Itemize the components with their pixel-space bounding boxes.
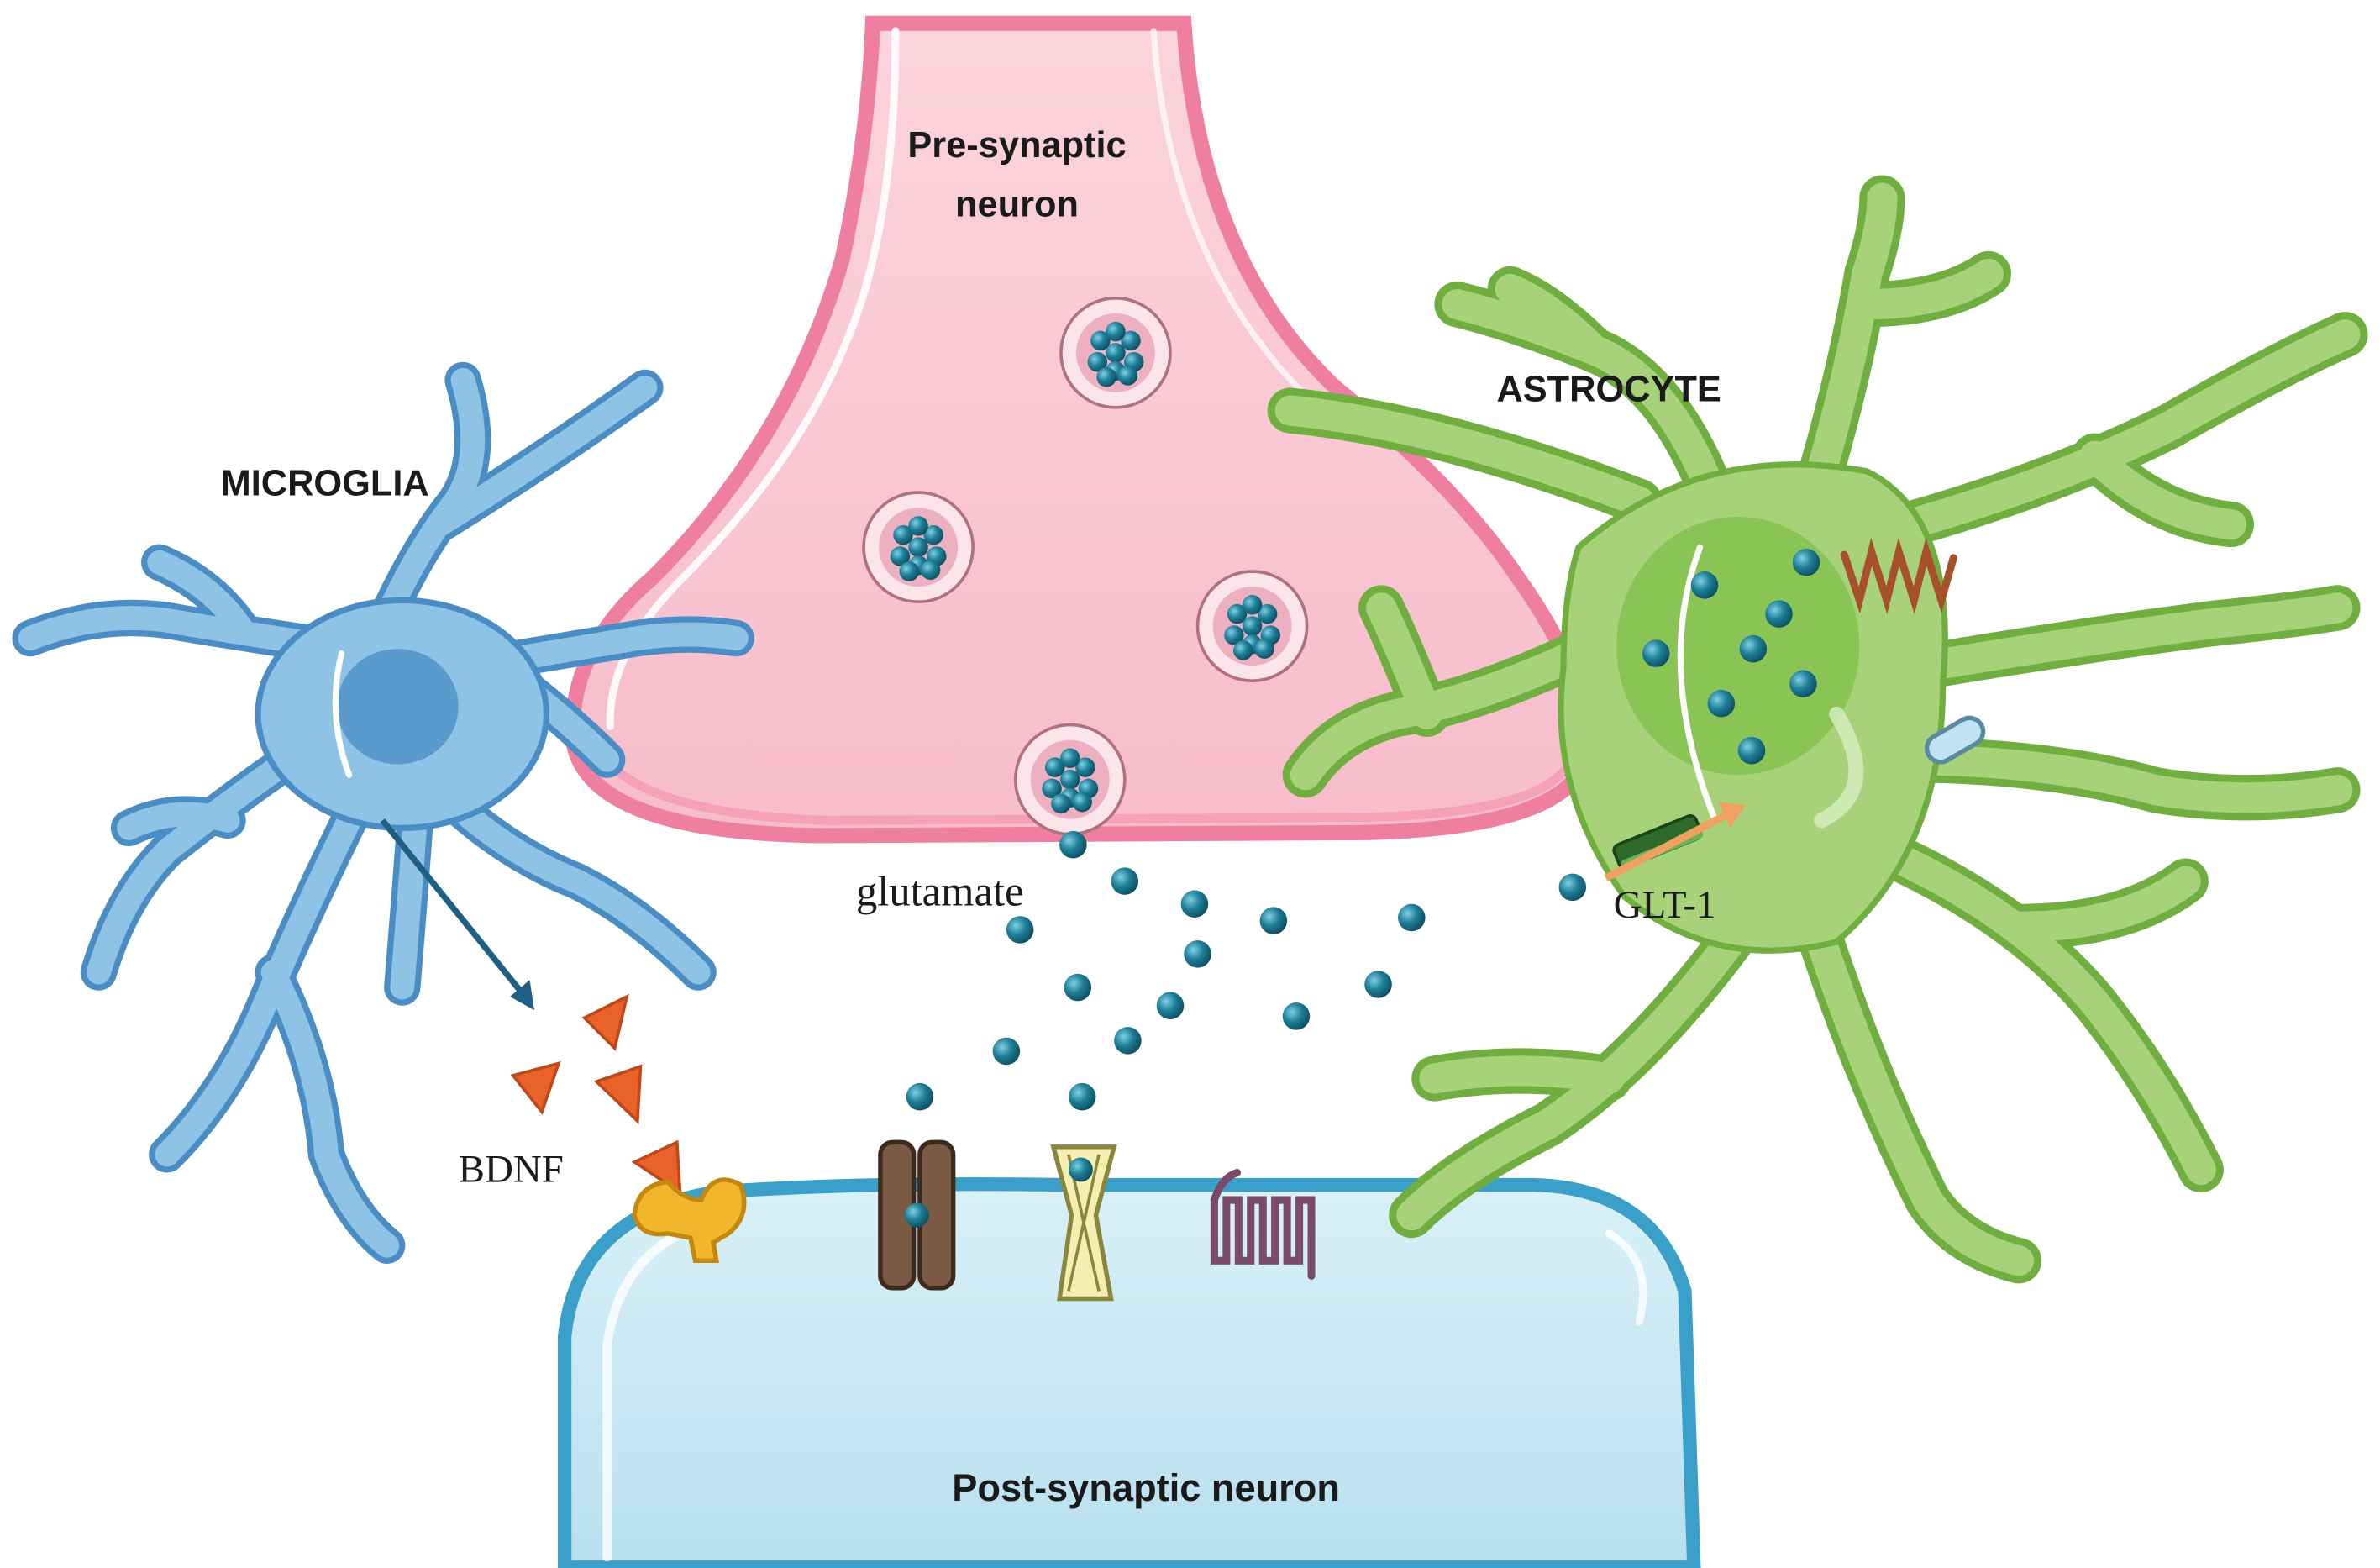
astrocyte-receptor-icon bbox=[1840, 537, 1957, 615]
arrow-icon bbox=[1604, 802, 1746, 882]
glutamate-molecule-icon bbox=[906, 1082, 934, 1111]
mglur-receptor-icon bbox=[1210, 1169, 1316, 1280]
glutamate-molecule-icon bbox=[1364, 971, 1392, 998]
glutamate-molecule-icon bbox=[1398, 903, 1426, 932]
bdnf-label: BDNF bbox=[459, 1147, 564, 1191]
glutamate-molecule-icon bbox=[992, 1037, 1021, 1066]
ampa-receptor-icon bbox=[878, 1139, 956, 1291]
presynaptic-label-line1: Pre-synaptic bbox=[907, 125, 1126, 166]
glutamate-molecule-icon bbox=[1789, 670, 1817, 698]
synaptic-vesicle-icon bbox=[862, 491, 975, 603]
nmda-receptor-icon bbox=[1050, 1144, 1117, 1302]
bdnf-triangle-icon bbox=[581, 993, 629, 1051]
bdnf-triangle-icon bbox=[510, 1060, 561, 1115]
glutamate-molecule-icon bbox=[1765, 600, 1793, 628]
postsynaptic-neuron bbox=[557, 1177, 1701, 1568]
glutamate-molecule-icon bbox=[1707, 689, 1736, 718]
glutamate-molecule-icon bbox=[1558, 873, 1587, 902]
glutamate-molecule-icon bbox=[1739, 634, 1768, 663]
microglia-cell bbox=[12, 361, 754, 1264]
synaptic-vesicle-icon bbox=[1013, 723, 1127, 836]
bdnf-triangle-icon bbox=[593, 1064, 643, 1125]
glutamate-molecules bbox=[906, 548, 1820, 1111]
glutamate-molecule-icon bbox=[1792, 548, 1820, 576]
glutamate-molecule-icon bbox=[1282, 1002, 1311, 1030]
glutamate-molecule-icon bbox=[1111, 867, 1139, 895]
glutamate-label: glutamate bbox=[856, 868, 1023, 915]
glutamate-molecule-icon bbox=[1184, 940, 1211, 968]
glutamate-molecule-icon bbox=[1180, 890, 1209, 918]
astrocyte-label: ASTROCYTE bbox=[1496, 370, 1721, 410]
synaptic-vesicle-icon bbox=[1195, 570, 1309, 682]
glutamate-molecule-icon bbox=[1642, 639, 1670, 667]
glutamate-molecule-icon bbox=[1059, 831, 1087, 859]
astrocyte-channel-icon bbox=[1924, 715, 1986, 765]
synaptic-vesicles bbox=[862, 297, 1309, 836]
glutamate-molecule-icon bbox=[1156, 992, 1185, 1020]
synaptic-vesicle-icon bbox=[1059, 297, 1172, 409]
presynaptic-label-line2: neuron bbox=[955, 184, 1079, 224]
glutamate-molecule-icon bbox=[1068, 1082, 1096, 1111]
microglia-label: MICROGLIA bbox=[221, 464, 429, 504]
glutamate-molecule-icon bbox=[1737, 736, 1766, 765]
glt1-label: GLT-1 bbox=[1614, 883, 1716, 927]
glutamate-molecule-icon bbox=[1690, 571, 1719, 599]
postsynaptic-label: Post-synaptic neuron bbox=[952, 1466, 1340, 1509]
bdnf-triangles bbox=[510, 993, 682, 1196]
glutamate-molecule-icon bbox=[1006, 916, 1034, 944]
astrocyte-cell bbox=[1267, 175, 2368, 1284]
glutamate-molecule-icon bbox=[1114, 1027, 1142, 1055]
trkb-receptor-icon bbox=[632, 1177, 747, 1264]
arrow-icon bbox=[380, 818, 534, 1011]
glutamate-molecule-icon bbox=[1064, 973, 1092, 1002]
glutamate-molecule-icon bbox=[1259, 907, 1288, 934]
